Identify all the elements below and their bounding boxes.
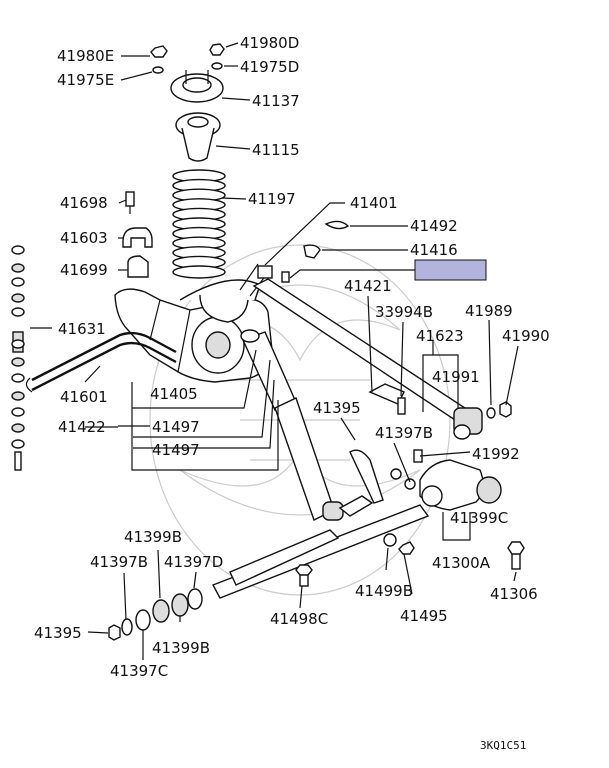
part-label: 41421: [344, 277, 392, 295]
part-label: 41137: [252, 92, 300, 110]
part-label: 41497: [152, 441, 200, 459]
highlight-box: [414, 259, 487, 281]
part-label: 41980D: [240, 34, 299, 52]
spring-coil: [172, 265, 226, 279]
part-label: 41197: [248, 190, 296, 208]
part-label: 41397C: [110, 662, 168, 680]
link-stack-part: [11, 391, 25, 401]
stabilizer-bar: [25, 331, 177, 393]
part-label: 41300A: [432, 554, 491, 572]
part-label: 41397B: [375, 424, 433, 442]
part-label: 41601: [60, 388, 108, 406]
part-label: 41698: [60, 194, 108, 212]
link-bolt: [14, 451, 22, 471]
part-label: 41395: [34, 624, 82, 642]
part-label: 41399B: [152, 639, 210, 657]
link-stack-part: [11, 407, 25, 417]
link-stack-part: [11, 245, 25, 255]
link-stack-part: [11, 277, 25, 287]
link-stack-part: [11, 373, 25, 383]
link-stack-part: [11, 263, 25, 273]
part-label: 41498C: [270, 610, 328, 628]
part-label: 41623: [416, 327, 464, 345]
part-label: 41990: [502, 327, 550, 345]
part-label: 41397D: [164, 553, 223, 571]
link-stack-part: [11, 423, 25, 433]
stabilizer-link-stack: [11, 245, 25, 471]
part-label: 41699: [60, 261, 108, 279]
part-label: 41115: [252, 141, 300, 159]
link-stack-part: [11, 357, 25, 367]
part-label: 41397B: [90, 553, 148, 571]
part-label: 41401: [350, 194, 398, 212]
bushing-stack: [108, 588, 203, 641]
lateral-rod: [252, 278, 483, 440]
clip-parts: [257, 220, 512, 490]
part-label: 41422: [58, 418, 106, 436]
part-label: 41497: [152, 418, 200, 436]
stabilizer-bushing-parts: [122, 191, 153, 278]
part-label: 41980E: [57, 47, 114, 65]
shock-absorber: [240, 329, 344, 521]
strut-top-parts: [150, 43, 225, 162]
part-label: 41631: [58, 320, 106, 338]
part-label: 41991: [432, 368, 480, 386]
part-label: 41492: [410, 217, 458, 235]
part-label: 41405: [150, 385, 198, 403]
axle-housing: [114, 263, 273, 383]
link-stack-part: [11, 339, 25, 349]
coil-spring: [172, 169, 226, 279]
part-label: 41499B: [355, 582, 413, 600]
part-label: 41399B: [124, 528, 182, 546]
part-label: 41975E: [57, 71, 114, 89]
lower-arms: [212, 449, 525, 599]
part-label: 41975D: [240, 58, 299, 76]
link-stack-part: [11, 293, 25, 303]
part-label: 33994B: [375, 303, 433, 321]
part-label: 41416: [410, 241, 458, 259]
diagram-code: 3KQ1C51: [480, 739, 526, 752]
link-stack-part: [11, 307, 25, 317]
part-label: 41306: [490, 585, 538, 603]
link-stack-part: [11, 439, 25, 449]
part-label: 41395: [313, 399, 361, 417]
part-label: 41495: [400, 607, 448, 625]
part-label: 41603: [60, 229, 108, 247]
part-label: 41992: [472, 445, 520, 463]
part-label: 41989: [465, 302, 513, 320]
part-label: 41399C: [450, 509, 508, 527]
leader-lines: [30, 42, 519, 660]
part-labels: 41980E 41975E 41980D 41975D 41137 41115 41698 4…: [34, 34, 550, 680]
